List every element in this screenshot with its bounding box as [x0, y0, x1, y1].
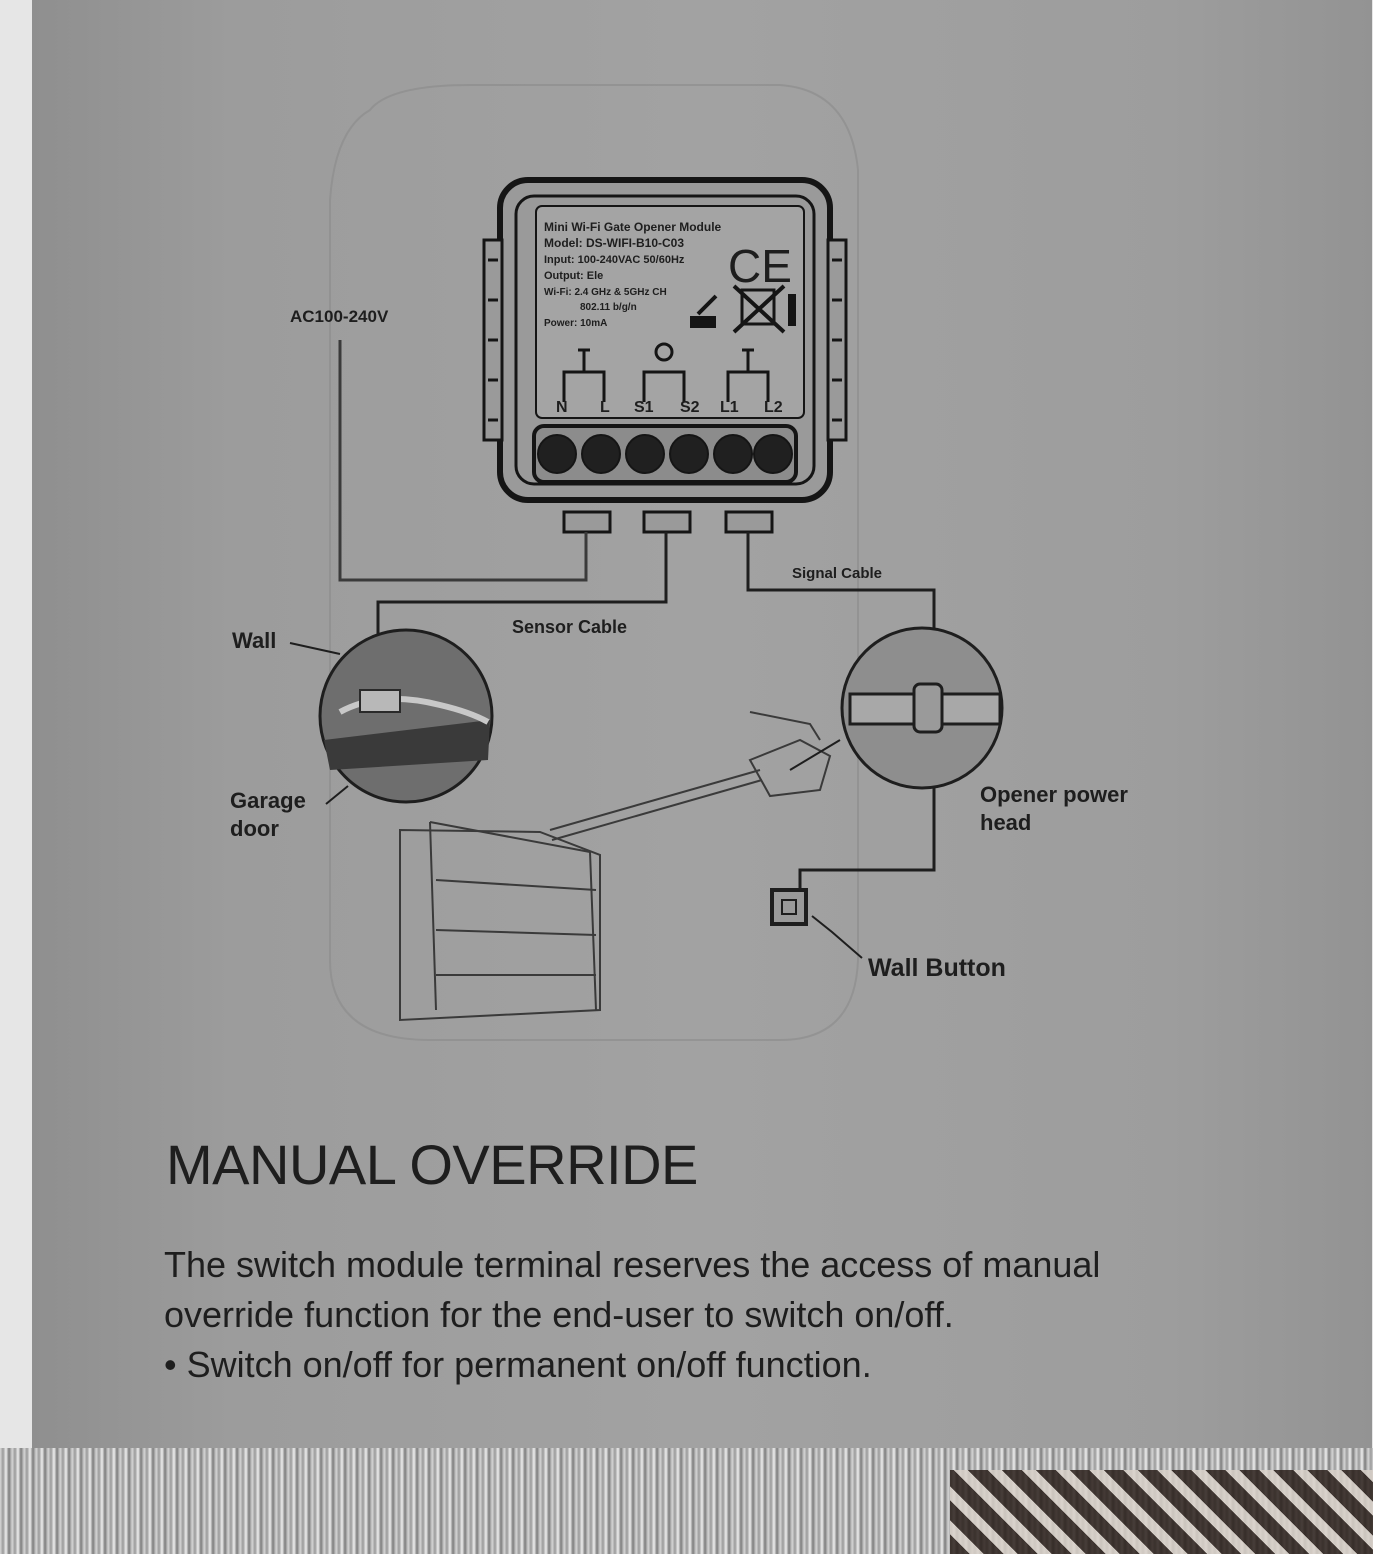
- terminal-l: L: [600, 399, 610, 416]
- section-title: MANUAL OVERRIDE: [166, 1133, 698, 1196]
- section-body: The switch module terminal reserves the …: [164, 1240, 1244, 1390]
- fabric-pattern: [950, 1470, 1373, 1554]
- paragraph-line-2: override function for the end-user to sw…: [164, 1294, 954, 1335]
- module-label-line1: Mini Wi-Fi Gate Opener Module: [544, 220, 722, 234]
- module-label-line5: Wi-Fi: 2.4 GHz & 5GHz CH: [544, 287, 667, 298]
- module-label-line7: Power: 10mA: [544, 318, 607, 329]
- terminal-l1: L1: [720, 399, 739, 416]
- garage-door-illustration: [399, 711, 832, 1022]
- weee-bin-icon: [732, 284, 796, 334]
- bullet-item: • Switch on/off for permanent on/off fun…: [164, 1344, 872, 1385]
- faint-device-outline: [329, 84, 859, 1041]
- terminal-screws: [537, 434, 793, 474]
- opener-power-head-label-line2: head: [980, 810, 1031, 835]
- gate-opener-module: Mini Wi-Fi Gate Opener Module Model: DS-…: [482, 177, 848, 534]
- wall-label: Wall: [232, 628, 276, 653]
- ac-input-label: AC100-240V: [290, 307, 389, 326]
- module-label-line3: Input: 100-240VAC 50/60Hz: [544, 254, 685, 266]
- terminal-s2: S2: [680, 399, 700, 416]
- sensor-cable-label: Sensor Cable: [512, 617, 627, 637]
- wall-button-icon: [770, 888, 808, 926]
- module-label-line6: 802.11 b/g/n: [580, 302, 637, 313]
- wall-sensor-detail: [318, 628, 494, 804]
- garage-door-label-line1: Garage: [230, 788, 306, 813]
- terminal-s1: S1: [634, 399, 654, 416]
- ce-mark: CE: [728, 240, 792, 292]
- terminal-l2: L2: [764, 399, 783, 416]
- ac-input-wire: [338, 340, 588, 582]
- paragraph-line-1: The switch module terminal reserves the …: [164, 1244, 1101, 1285]
- press-icon: [690, 294, 718, 328]
- signal-cable-label: Signal Cable: [792, 565, 882, 582]
- opener-power-head-label-line1: Opener power: [980, 782, 1128, 807]
- module-label-line4: Output: Ele: [544, 270, 603, 282]
- wall-button-label: Wall Button: [868, 954, 1006, 982]
- garage-door-label-line2: door: [230, 816, 279, 841]
- terminal-n: N: [556, 399, 568, 416]
- opener-head-detail: [789, 626, 1004, 790]
- module-label-line2: Model: DS-WIFI-B10-C03: [544, 236, 684, 250]
- terminal-symbols: [562, 342, 770, 402]
